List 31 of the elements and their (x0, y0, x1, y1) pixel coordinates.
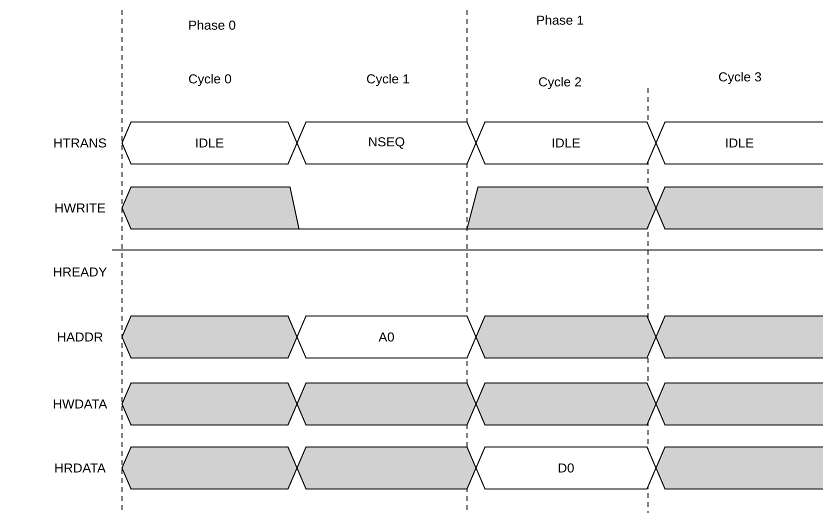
bus-segment (475, 382, 657, 426)
cycle-label: Cycle 2 (538, 76, 581, 90)
signal-name: HRDATA (55, 464, 106, 472)
bus-segment (655, 186, 823, 230)
bus-segment (121, 186, 300, 230)
bus-segment (655, 382, 823, 426)
bus-segment (475, 315, 657, 359)
bus-segment: IDLE (655, 121, 823, 165)
cycle-label: Cycle 1 (367, 74, 410, 86)
bus-segment (296, 446, 477, 490)
bus-segment: IDLE (121, 121, 298, 165)
bus-segment: A0 (296, 315, 477, 359)
signal-name: HTRANS (54, 138, 106, 148)
bus-segment (121, 382, 298, 426)
signal-name: HADDR (58, 332, 102, 342)
signal-name: HWRITE (55, 204, 106, 212)
phase-label: Phase 1 (537, 15, 584, 25)
bus-segment: IDLE (475, 121, 657, 165)
cycle-label: Cycle 0 (189, 74, 232, 86)
bus-segment (121, 315, 298, 359)
signal-name: HWDATA (54, 400, 108, 408)
bus-segment (296, 382, 477, 426)
bus-segment (655, 446, 823, 490)
bus-segment: NSEQ (296, 121, 477, 165)
signal-name: HREADY (54, 268, 107, 276)
phase-label: Phase 0 (189, 20, 236, 30)
bus-segment (466, 186, 657, 230)
cycle-label: Cycle 3 (718, 72, 762, 84)
bus-segment (121, 446, 298, 490)
bus-segment (655, 315, 823, 359)
bus-segment: D0 (475, 446, 657, 490)
